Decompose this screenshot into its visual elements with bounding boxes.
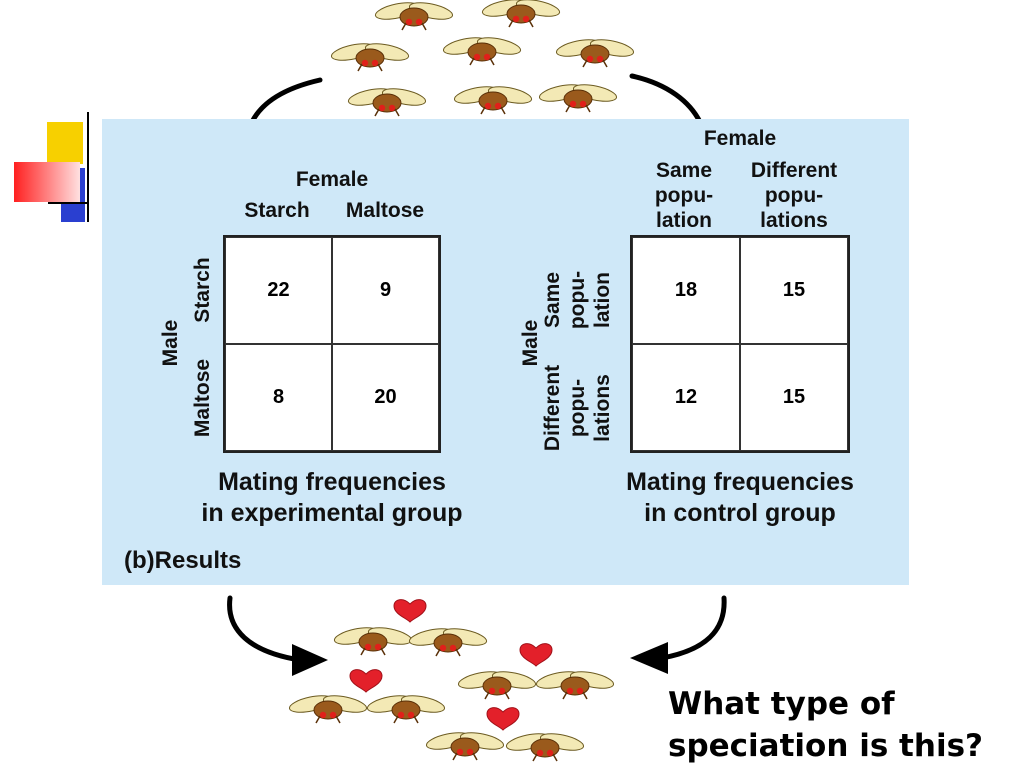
question-line2: speciation is this? [668,728,984,764]
ctl-col1-line2: popu- [654,184,714,207]
ctl-cell-different-same: 12 [632,344,740,451]
top-flies [329,0,636,117]
question-text: What type of speciation is this? [668,683,983,767]
decorative-squares [14,112,89,222]
ctl-table: 18 15 12 15 [630,235,850,453]
top-arrows [249,73,703,125]
exp-row-label-starch: Starch [191,257,214,323]
exp-cell-starch-maltose: 9 [332,237,439,344]
ctl-row-label-different: Different popu- lations [540,354,618,462]
exp-cell-starch-starch: 22 [225,237,332,344]
ctl-col2-line1: Different [750,159,838,182]
ctl-female-header: Female [703,127,777,150]
exp-caption: Mating frequencies in experimental group [172,467,492,529]
exp-cell-maltose-maltose: 20 [332,344,439,451]
ctl-row1-line1: Same [541,271,564,329]
exp-table: 22 9 8 20 [223,235,441,453]
ctl-caption-line2: in control group [644,499,836,527]
ctl-row2-line1: Different [541,364,564,452]
ctl-row1-line3: lation [591,272,614,328]
ctl-col1-line3: lation [656,209,712,232]
bottom-flies [287,623,616,762]
ctl-col-label-same: Same popu- lation [630,158,738,233]
question-line1: What type of [668,686,895,722]
exp-col-label-maltose: Maltose [345,199,425,222]
ctl-row2-line3: lations [591,374,614,442]
exp-caption-line2: in experimental group [201,499,463,527]
ctl-cell-different-different: 15 [740,344,848,451]
ctl-cell-same-different: 15 [740,237,848,344]
exp-caption-line1: Mating frequencies [218,468,446,496]
ctl-col2-line2: popu- [764,184,824,207]
ctl-cell-same-same: 18 [632,237,740,344]
ctl-row-label-same: Same popu- lation [540,246,618,354]
exp-row-label-maltose: Maltose [191,358,214,438]
ctl-row1-line2: popu- [566,270,589,330]
ctl-row2-line2: popu- [566,378,589,438]
section-label: (b)Results [124,547,242,574]
exp-cell-maltose-starch: 8 [225,344,332,451]
ctl-col1-line1: Same [655,159,713,182]
exp-male-header: Male [159,319,182,367]
ctl-caption-line1: Mating frequencies [626,468,854,496]
bottom-arrows [227,595,727,676]
ctl-col2-line3: lations [760,209,828,232]
ctl-caption: Mating frequencies in control group [580,467,900,529]
ctl-col-label-different: Different popu- lations [738,158,850,233]
exp-female-header: Female [295,168,369,191]
exp-col-label-starch: Starch [244,199,310,222]
results-panel: Female Starch Maltose Male Starch Maltos… [102,119,909,585]
